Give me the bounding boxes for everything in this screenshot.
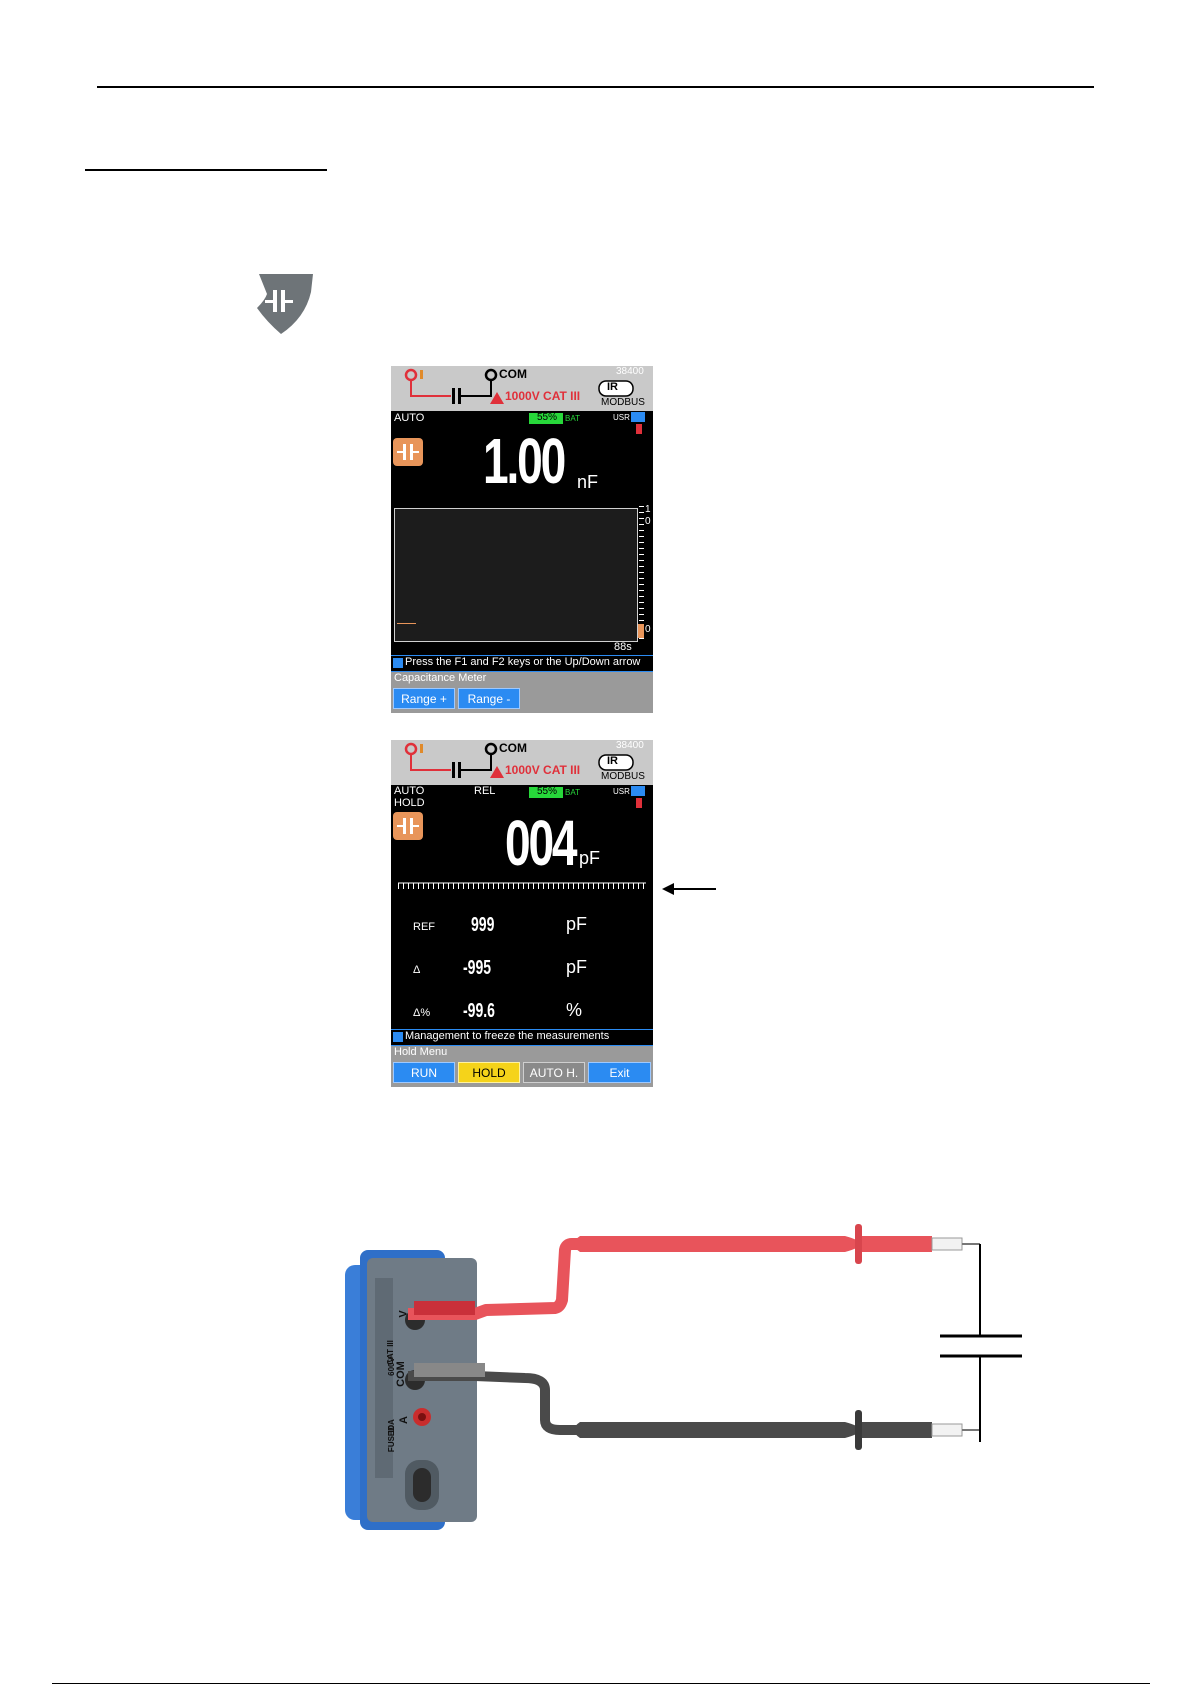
info-text: Press the F1 and F2 keys or the Up/Down … <box>405 656 641 668</box>
rel-label: REL <box>474 785 496 797</box>
info-icon <box>393 658 403 668</box>
capacitor-icon <box>393 812 423 840</box>
run-button[interactable]: RUN <box>393 1062 455 1083</box>
exit-button[interactable]: Exit <box>588 1062 651 1083</box>
battery-indicator: 55% <box>529 786 563 798</box>
meter-screen-2: COM 1000V CAT III 38400 IR MODBUS AUTO H… <box>391 740 653 1087</box>
range-plus-button[interactable]: Range + <box>393 688 455 709</box>
bat-label: BAT <box>565 414 580 423</box>
com-terminal-label: COM <box>394 1361 407 1387</box>
ref-unit: pF <box>566 914 588 934</box>
info-icon <box>393 1032 403 1042</box>
connection-header: COM 1000V CAT III 38400 IR MODBUS <box>391 366 653 411</box>
info-bar: Management to freeze the measurements <box>391 1029 653 1046</box>
usr-label: USR <box>613 787 630 796</box>
graph-scale <box>639 506 644 644</box>
delta-unit: pF <box>566 957 588 977</box>
trend-graph <box>394 508 638 642</box>
modbus-label: MODBUS <box>601 397 645 408</box>
modbus-label: MODBUS <box>601 771 645 782</box>
hold-button[interactable]: HOLD <box>458 1062 520 1083</box>
range-minus-button[interactable]: Range - <box>458 688 520 709</box>
delta-value: -995 <box>463 957 492 979</box>
time-label: 88s <box>614 641 632 653</box>
trend-line <box>397 623 416 624</box>
hold-mode: HOLD <box>394 797 425 809</box>
v-terminal-label: V <box>397 1310 410 1318</box>
a-terminal-label: A <box>397 1416 410 1424</box>
range-mode: AUTO <box>394 785 425 797</box>
com-label: COM <box>499 367 527 381</box>
sound-icon <box>636 424 642 434</box>
ir-label: IR <box>607 381 618 393</box>
capacitance-function-icon <box>257 274 313 334</box>
baud-rate: 38400 <box>616 740 644 751</box>
main-unit: pF <box>579 848 601 868</box>
battery-indicator: 55% <box>529 412 563 424</box>
scale-bottom: 0 <box>645 624 651 635</box>
meter-panel <box>367 1258 477 1522</box>
menu-title: Hold Menu <box>394 1046 448 1058</box>
connection-diagram <box>404 742 634 778</box>
cat-rating: 1000V CAT III <box>505 389 581 403</box>
fused-label: FUSED <box>387 1424 397 1453</box>
main-reading: 1.00 <box>483 425 566 497</box>
sound-icon <box>636 798 642 808</box>
usr-icon <box>631 412 645 422</box>
delta-percent-value: -99.6 <box>463 1000 495 1022</box>
auto-hold-button[interactable]: AUTO H. <box>523 1062 585 1083</box>
ref-value: 999 <box>471 914 495 936</box>
footer-rule <box>52 1683 1150 1684</box>
red-probe <box>574 1236 860 1252</box>
scale-marker <box>638 624 644 638</box>
com-label: COM <box>499 741 527 755</box>
delta-percent-unit: % <box>566 1000 583 1020</box>
cat-rating: 1000V CAT III <box>505 763 581 777</box>
black-probe <box>574 1422 860 1438</box>
battery-level: 55% <box>537 412 558 423</box>
function-menu: Hold Menu RUN HOLD AUTO H. Exit <box>391 1046 653 1087</box>
connection-header: COM 1000V CAT III 38400 IR MODBUS <box>391 740 653 785</box>
connection-diagram <box>404 368 634 404</box>
scale-top-2: 0 <box>645 516 651 527</box>
info-bar: Press the F1 and F2 keys or the Up/Down … <box>391 655 653 672</box>
meter-screen-1: COM 1000V CAT III 38400 IR MODBUS AUTO 5… <box>391 366 653 713</box>
bargraph-minor-ticks <box>398 883 646 889</box>
capacitor-icon <box>393 438 423 466</box>
range-mode: AUTO <box>394 412 425 424</box>
bargraph-arrow <box>662 883 716 895</box>
scale-top: 1 <box>645 504 651 515</box>
main-reading: 004 <box>505 807 578 879</box>
delta-percent-label: Δ% <box>413 1007 431 1019</box>
main-unit: nF <box>577 472 599 492</box>
usr-label: USR <box>613 413 630 422</box>
header-rule <box>97 86 1094 88</box>
delta-label: Δ <box>413 964 421 976</box>
menu-title: Capacitance Meter <box>394 672 487 684</box>
battery-level: 55% <box>537 786 558 797</box>
ref-label: REF <box>413 921 435 933</box>
baud-rate: 38400 <box>616 366 644 377</box>
bat-label: BAT <box>565 788 580 797</box>
ir-label: IR <box>607 755 618 767</box>
info-text: Management to freeze the measurements <box>405 1030 610 1042</box>
meter-connection-illustration <box>345 1224 1022 1530</box>
section-underline <box>85 169 327 171</box>
function-menu: Capacitance Meter Range + Range - <box>391 672 653 713</box>
usr-icon <box>631 786 645 796</box>
